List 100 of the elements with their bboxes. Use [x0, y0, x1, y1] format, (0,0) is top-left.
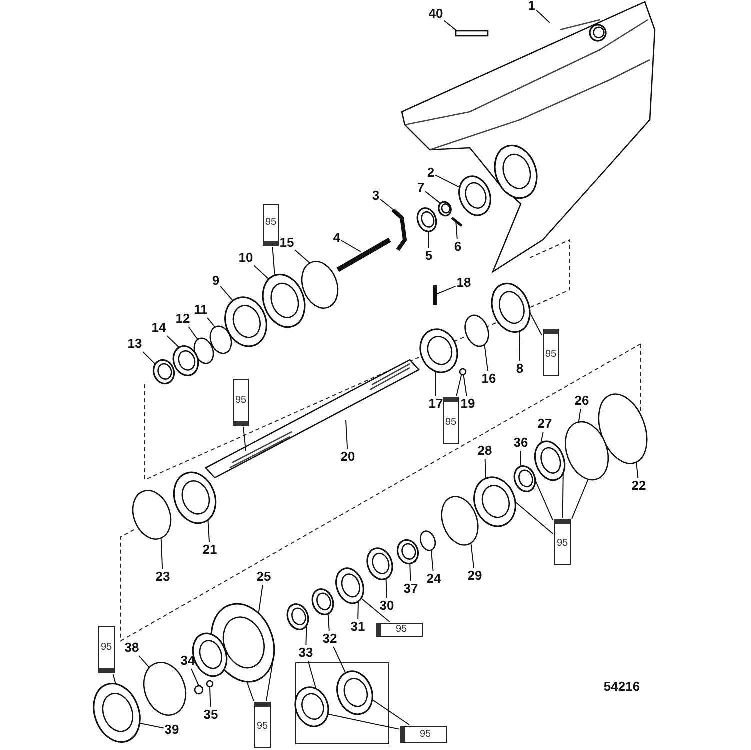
leader-line: [386, 578, 388, 598]
callout-number: 36: [514, 436, 528, 450]
o-ring-drawing: [420, 530, 436, 552]
sealant-tube: 95: [554, 519, 571, 565]
leader-line: [272, 246, 276, 276]
leader-line: [246, 681, 254, 702]
leader-line: [188, 326, 198, 340]
gear-drawing: [474, 476, 516, 528]
bearing-drawing: [152, 359, 176, 385]
leader-line: [434, 286, 456, 296]
sealant-tube: 95: [543, 329, 559, 376]
leader-line: [112, 674, 116, 685]
leader-line: [138, 656, 150, 668]
snap-ring-drawing: [210, 326, 232, 354]
bearing-drawing: [366, 548, 394, 580]
callout-number: 18: [456, 276, 472, 290]
bearing-cup-drawing: [172, 346, 200, 376]
callout-number: 8: [516, 362, 524, 376]
o-ring-drawing: [441, 496, 479, 546]
leader-line: [428, 231, 430, 248]
leader-line: [358, 601, 359, 620]
leader-line: [372, 699, 410, 726]
shim-ring-drawing: [194, 338, 214, 364]
leader-line: [572, 478, 589, 520]
callout-number: 15: [280, 236, 294, 250]
sealant-tube: 95: [98, 626, 115, 673]
leader-line: [484, 344, 488, 372]
leader-line: [536, 10, 550, 24]
clutch-drawing: [420, 328, 458, 374]
callout-number: 22: [632, 479, 646, 493]
o-ring-drawing: [301, 261, 339, 309]
leader-line: [258, 584, 264, 614]
seal-drawing: [336, 670, 374, 716]
leader-line: [470, 542, 474, 568]
callout-number: 37: [404, 582, 418, 596]
retaining-ring-drawing: [464, 314, 490, 348]
leader-line: [254, 265, 270, 280]
bushing-drawing: [438, 201, 452, 217]
leader-line: [519, 331, 520, 362]
callout-number: 9: [212, 274, 220, 288]
callout-number: 32: [322, 632, 338, 646]
leader-line: [346, 420, 348, 450]
leader-line: [456, 220, 458, 240]
leader-line: [166, 336, 180, 348]
leader-line: [456, 374, 462, 396]
sealant-tube: 95: [400, 726, 447, 743]
decal-drawing: [455, 30, 489, 37]
callout-number: 24: [426, 572, 442, 586]
callout-number: 12: [176, 312, 190, 326]
leader-line: [341, 240, 362, 252]
leader-line: [328, 714, 400, 730]
leader-line: [207, 318, 216, 328]
sealant-tube: 95: [443, 397, 459, 444]
nut-drawing: [194, 685, 204, 695]
callout-number: 28: [478, 444, 492, 458]
ball-drawing: [459, 368, 467, 376]
bearing-drawing: [93, 683, 141, 743]
leader-line: [425, 191, 442, 204]
pin-drawing: [433, 285, 437, 305]
o-ring-drawing: [132, 490, 172, 540]
leader-line: [210, 686, 212, 708]
leader-line: [328, 613, 330, 632]
propeller-shaft-drawing: [204, 359, 420, 479]
leader-line: [308, 660, 317, 690]
callout-number: 39: [164, 723, 180, 737]
leader-line: [160, 538, 164, 570]
bearing-carrier-drawing: [491, 282, 531, 334]
callout-number: 5: [425, 249, 433, 263]
leader-line: [142, 352, 156, 365]
leader-line: [578, 408, 582, 423]
leader-line: [208, 520, 210, 542]
seal-drawing: [294, 686, 330, 728]
drawing-number: 54216: [604, 680, 640, 694]
leader-line: [333, 646, 346, 674]
callout-number: 25: [256, 570, 272, 584]
cam-follower-drawing: [416, 208, 438, 232]
leader-line: [139, 722, 164, 729]
leader-line: [360, 598, 390, 622]
callout-number: 2: [427, 166, 435, 180]
shift-crank-drawing: [392, 208, 408, 252]
callout-number: 11: [194, 303, 208, 317]
bearing-drawing: [534, 440, 566, 482]
callout-number: 35: [204, 708, 218, 722]
leader-line: [294, 250, 310, 264]
callout-number: 23: [156, 570, 170, 584]
leader-line: [306, 625, 308, 646]
callout-number: 17: [428, 397, 444, 411]
callout-number: 26: [574, 394, 590, 408]
bearing-cup-drawing: [262, 274, 306, 328]
callout-number: 16: [482, 372, 496, 386]
seal-drawing: [286, 604, 310, 630]
bushing-drawing: [396, 539, 420, 565]
callout-number: 3: [372, 189, 380, 203]
seal-drawing: [312, 588, 334, 616]
callout-number: 7: [417, 181, 425, 195]
callout-number: 10: [238, 251, 254, 265]
leader-line: [380, 199, 396, 212]
leader-line: [540, 432, 544, 444]
callout-number: 21: [202, 543, 218, 557]
leader-line: [534, 479, 554, 521]
